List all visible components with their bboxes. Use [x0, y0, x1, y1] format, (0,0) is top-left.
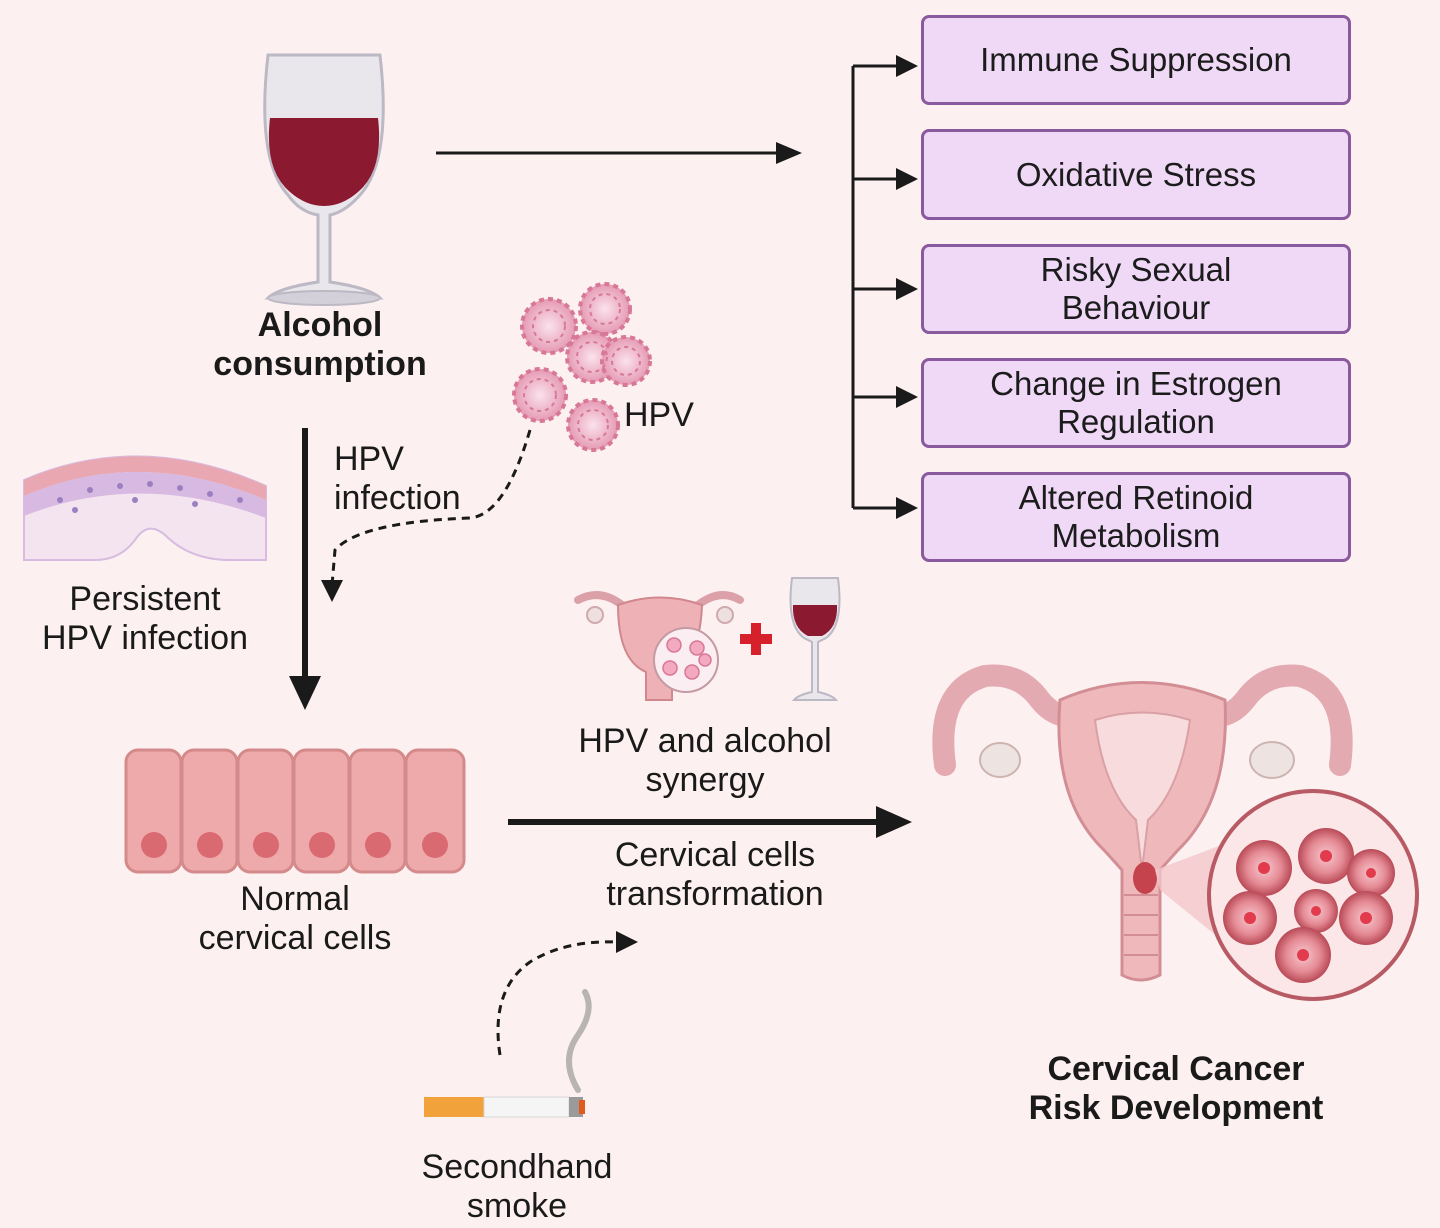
arrow-alcohol-to-cells — [289, 428, 321, 710]
effect-oxidative-stress: Oxidative Stress — [921, 129, 1351, 220]
effects-bracket — [851, 55, 918, 519]
hpv-label: HPV — [624, 396, 694, 434]
effect-estrogen-regulation: Change in Estrogen Regulation — [921, 358, 1351, 448]
persistent-hpv-label: Persistent HPV infection — [42, 580, 248, 658]
normal-cells-label: Normal cervical cells — [198, 880, 392, 958]
cervical-cells-icon — [124, 748, 466, 874]
secondhand-smoke-label: Secondhand smoke — [421, 1148, 613, 1226]
cancer-cells-icon — [1207, 789, 1419, 1001]
arrow-cells-to-cancer — [508, 806, 912, 838]
hpv-virus-icon — [512, 282, 652, 452]
arrow-smoke-dashed — [496, 931, 638, 1056]
plus-icon — [740, 623, 772, 655]
cancer-risk-label: Cervical Cancer Risk Development — [1028, 1050, 1324, 1128]
hpv-infection-label: HPV infection — [334, 440, 461, 518]
alcohol-consumption-label: Alcohol consumption — [213, 306, 427, 384]
arrow-hpv-dashed — [321, 429, 532, 602]
large-uterus-icon — [932, 664, 1353, 982]
uterus-icon — [574, 591, 744, 701]
arrow-alcohol-to-effects — [436, 142, 802, 164]
transformation-label: Cervical cells transformation — [606, 836, 824, 914]
small-wine-glass-icon — [789, 577, 841, 701]
epithelium-tissue-icon — [23, 455, 267, 561]
wine-glass-icon — [263, 53, 385, 306]
effect-risky-sexual-behaviour: Risky Sexual Behaviour — [921, 244, 1351, 334]
cigarette-icon — [424, 989, 592, 1118]
effect-immune-suppression: Immune Suppression — [921, 15, 1351, 105]
synergy-label: HPV and alcohol synergy — [578, 722, 832, 800]
effect-retinoid-metabolism: Altered Retinoid Metabolism — [921, 472, 1351, 562]
